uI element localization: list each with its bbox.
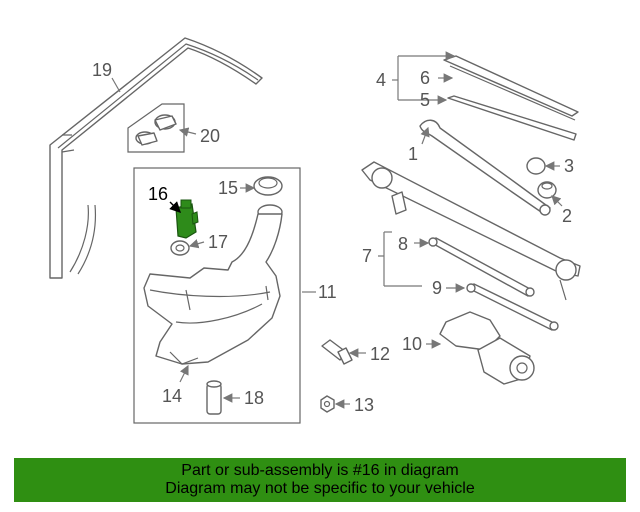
clips-part [127, 103, 185, 153]
callout-18: 18 [244, 388, 264, 408]
callout-3: 3 [564, 156, 574, 176]
callout-4: 4 [376, 70, 386, 90]
callout-11: 11 [318, 282, 337, 302]
callout-16: 16 [148, 184, 168, 204]
banner-line-disclaimer: Diagram may not be specific to your vehi… [165, 480, 475, 497]
washer-pump-part [175, 199, 199, 239]
grommet-part [170, 240, 190, 256]
callout-5: 5 [420, 90, 430, 110]
callout-17: 17 [208, 232, 228, 252]
leader-lines [111, 51, 563, 409]
nut-part [320, 395, 335, 413]
callout-20: 20 [200, 126, 220, 146]
reservoir-assembly-frame [133, 167, 301, 424]
washer-reservoir-part [143, 204, 283, 365]
callout-10: 10 [402, 334, 422, 354]
parts-diagram: 19 20 16 15 17 11 14 18 4 6 5 1 3 2 7 8 … [49, 37, 581, 424]
wiper-linkage-part [361, 161, 581, 301]
bolt-part [321, 339, 353, 365]
pivot-cap-part [526, 157, 546, 175]
hood-seal-part [49, 37, 263, 279]
wiper-blade-part [443, 55, 579, 141]
callout-8: 8 [398, 234, 408, 254]
callout-7: 7 [362, 246, 372, 266]
banner-line-part-info: Part or sub-assembly is #16 in diagram [181, 462, 459, 479]
callout-14: 14 [162, 386, 182, 406]
callout-12: 12 [370, 344, 390, 364]
callout-13: 13 [354, 395, 374, 415]
callout-1: 1 [408, 144, 418, 164]
link-rod-part [428, 237, 535, 297]
wiper-motor-part [439, 311, 535, 385]
callout-6: 6 [420, 68, 430, 88]
callout-9: 9 [432, 278, 442, 298]
info-banner: Part or sub-assembly is #16 in diagram D… [14, 458, 626, 502]
filler-cap-part [253, 176, 283, 196]
link-rod-2-part [466, 283, 559, 331]
callout-19: 19 [92, 60, 112, 80]
callout-2: 2 [562, 206, 572, 226]
pivot-nut-part [537, 181, 557, 199]
callout-15: 15 [218, 178, 238, 198]
hose-part [206, 380, 222, 415]
